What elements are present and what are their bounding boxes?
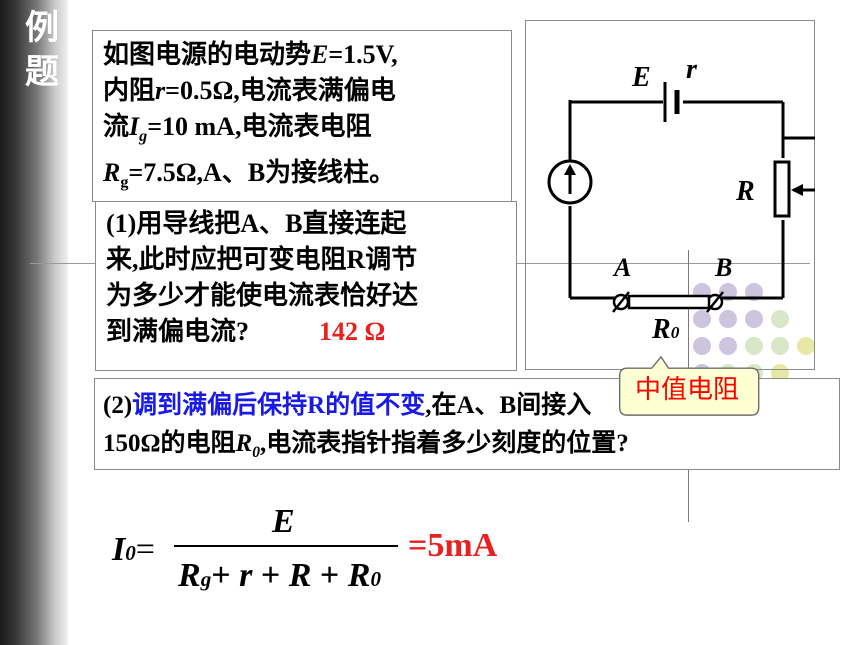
q1-line-3: 为多少才能使电流表恰好达 <box>106 281 419 310</box>
q2-line-2: 150Ω的电阻R0,电流表指针指着多少刻度的位置? <box>103 430 629 461</box>
problem-line-3: 流Ig=10 mA,电流表电阻 <box>103 112 372 146</box>
label-emf: E <box>632 62 651 93</box>
fraction-bar <box>174 545 398 547</box>
problem-line-2: 内阻r=0.5Ω,电流表满偏电 <box>103 76 396 105</box>
decor-dot <box>771 337 789 355</box>
label-r0-sub: 0 <box>670 323 680 342</box>
tag-char-2: 题 <box>25 52 59 92</box>
formula-lhs: I0= <box>112 531 155 568</box>
decor-dot <box>771 310 789 328</box>
decor-dot <box>745 337 763 355</box>
problem-line-1: 如图电源的电动势E=1.5V, <box>103 40 398 69</box>
label-r0-main: R <box>652 314 671 345</box>
decor-dot <box>693 310 711 328</box>
tag-char-1: 例 <box>25 8 59 48</box>
label-terminal-b: B <box>715 253 733 282</box>
q1-line-2: 来,此时应把可变电阻R调节 <box>106 245 418 274</box>
problem-line-4: Rg=7.5Ω,A、B为接线柱。 <box>103 158 396 192</box>
q2-line-1: (2)调到满偏后保持R的值不变,在A、B间接入 <box>103 392 592 419</box>
formula-result: =5mA <box>408 527 498 564</box>
decor-dot <box>693 337 711 355</box>
q1-answer: 142 Ω <box>319 317 386 346</box>
decor-dot <box>745 310 763 328</box>
decor-dot <box>719 337 737 355</box>
label-terminal-a: A <box>614 253 632 282</box>
callout-bubble <box>618 355 760 416</box>
circuit-diagram <box>547 82 815 313</box>
callout-label: 中值电阻 <box>634 375 739 405</box>
formula-numerator: E <box>272 503 295 540</box>
q1-line-4: 到满偏电流?142 Ω <box>106 317 386 346</box>
label-internal-r: r <box>686 54 697 85</box>
decor-dot <box>719 310 737 328</box>
side-bar: 例 题 <box>0 0 68 645</box>
label-r0: R0 <box>652 310 679 353</box>
problem-statement: 如图电源的电动势E=1.5V, 内阻r=0.5Ω,电流表满偏电 流Ig=10 m… <box>92 30 512 202</box>
question-1: (1)用导线把A、B直接连起 来,此时应把可变电阻R调节 为多少才能使电流表恰好… <box>95 201 517 371</box>
label-rheostat: R <box>736 176 755 207</box>
question-2: (2)调到满偏后保持R的值不变,在A、B间接入 150Ω的电阻R0,电流表指针指… <box>94 378 840 470</box>
formula-denominator: Rg+ r + R + R0 <box>178 557 382 594</box>
decor-dot <box>771 364 789 382</box>
q1-line-1: (1)用导线把A、B直接连起 <box>106 209 407 238</box>
decor-dot <box>797 337 815 355</box>
